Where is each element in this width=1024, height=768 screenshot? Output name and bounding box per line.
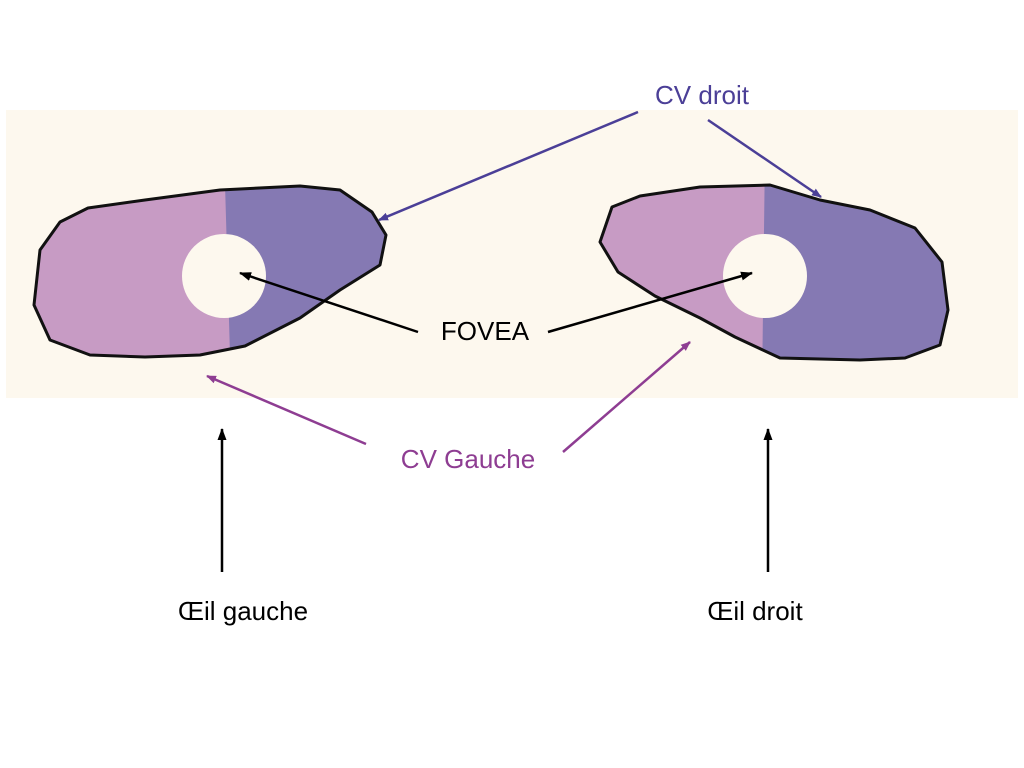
right-field-outline [598, 183, 950, 362]
fovea-arrow-left [239, 271, 419, 334]
cv-gauche-arrow-left [206, 374, 367, 446]
cv-droit-label: CV droit [655, 80, 750, 110]
cv-gauche-label: CV Gauche [401, 444, 535, 474]
fovea-arrow-right [547, 271, 753, 334]
oeil-droit-label: Œil droit [707, 596, 803, 626]
cv-droit-arrow-right [707, 118, 822, 199]
left-fovea-spot [182, 234, 266, 318]
oeil-gauche-label: Œil gauche [178, 596, 308, 626]
fovea-label: FOVEA [441, 316, 530, 346]
right-fovea-spot [723, 234, 807, 318]
left-field-outline [32, 184, 388, 359]
left-visual-field [32, 184, 388, 359]
cv-droit-arrow-left [378, 110, 639, 222]
cv-gauche-arrow-right [562, 341, 691, 453]
